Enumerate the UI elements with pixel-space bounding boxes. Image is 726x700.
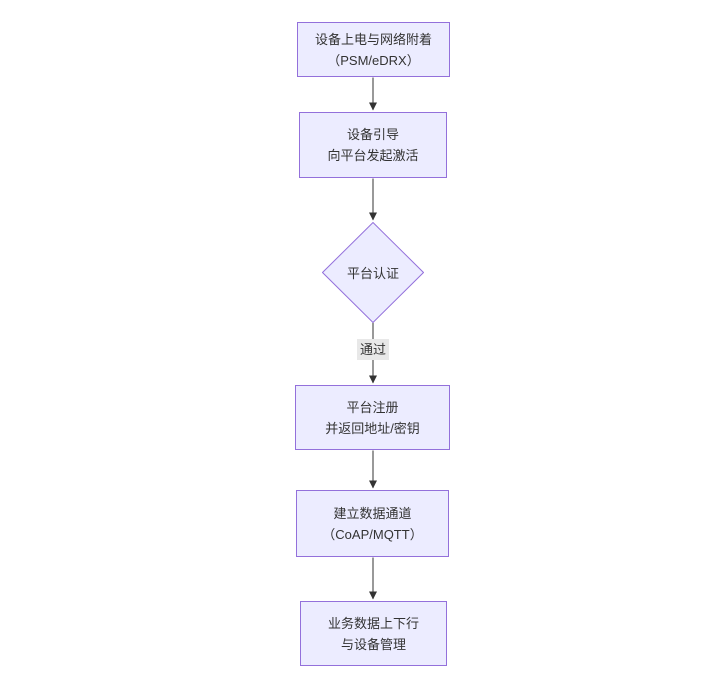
node-label-line: 向平台发起激活 <box>327 148 419 163</box>
diamond-shape <box>322 222 424 323</box>
node-platform-register: 平台注册 并返回地址/密钥 <box>295 385 450 450</box>
node-label-line: （PSM/eDRX） <box>327 52 420 68</box>
node-label-line: 并返回地址/密钥 <box>325 420 420 436</box>
node-platform-auth: 平台认证 <box>322 222 424 323</box>
edge-label-pass: 通过 <box>356 339 390 360</box>
node-label-line: 建立数据通道 <box>333 505 412 521</box>
node-label-line: 设备引导 <box>346 127 399 142</box>
node-label-line: （CoAP/MQTT） <box>322 526 423 542</box>
node-label-line: 设备上电与网络附着 <box>314 31 432 47</box>
node-label-line: 与设备管理 <box>340 636 406 652</box>
node-bootstrap-activate: 设备引导 向平台发起激活 <box>299 112 447 178</box>
node-business-data: 业务数据上下行 与设备管理 <box>300 601 447 666</box>
node-label-line: 业务数据上下行 <box>327 615 419 631</box>
node-label-line: 平台注册 <box>346 399 399 415</box>
node-label-line: 平台认证 <box>346 266 399 281</box>
node-power-on-attach: 设备上电与网络附着 （PSM/eDRX） <box>297 22 450 77</box>
node-data-channel: 建立数据通道 （CoAP/MQTT） <box>296 490 449 557</box>
